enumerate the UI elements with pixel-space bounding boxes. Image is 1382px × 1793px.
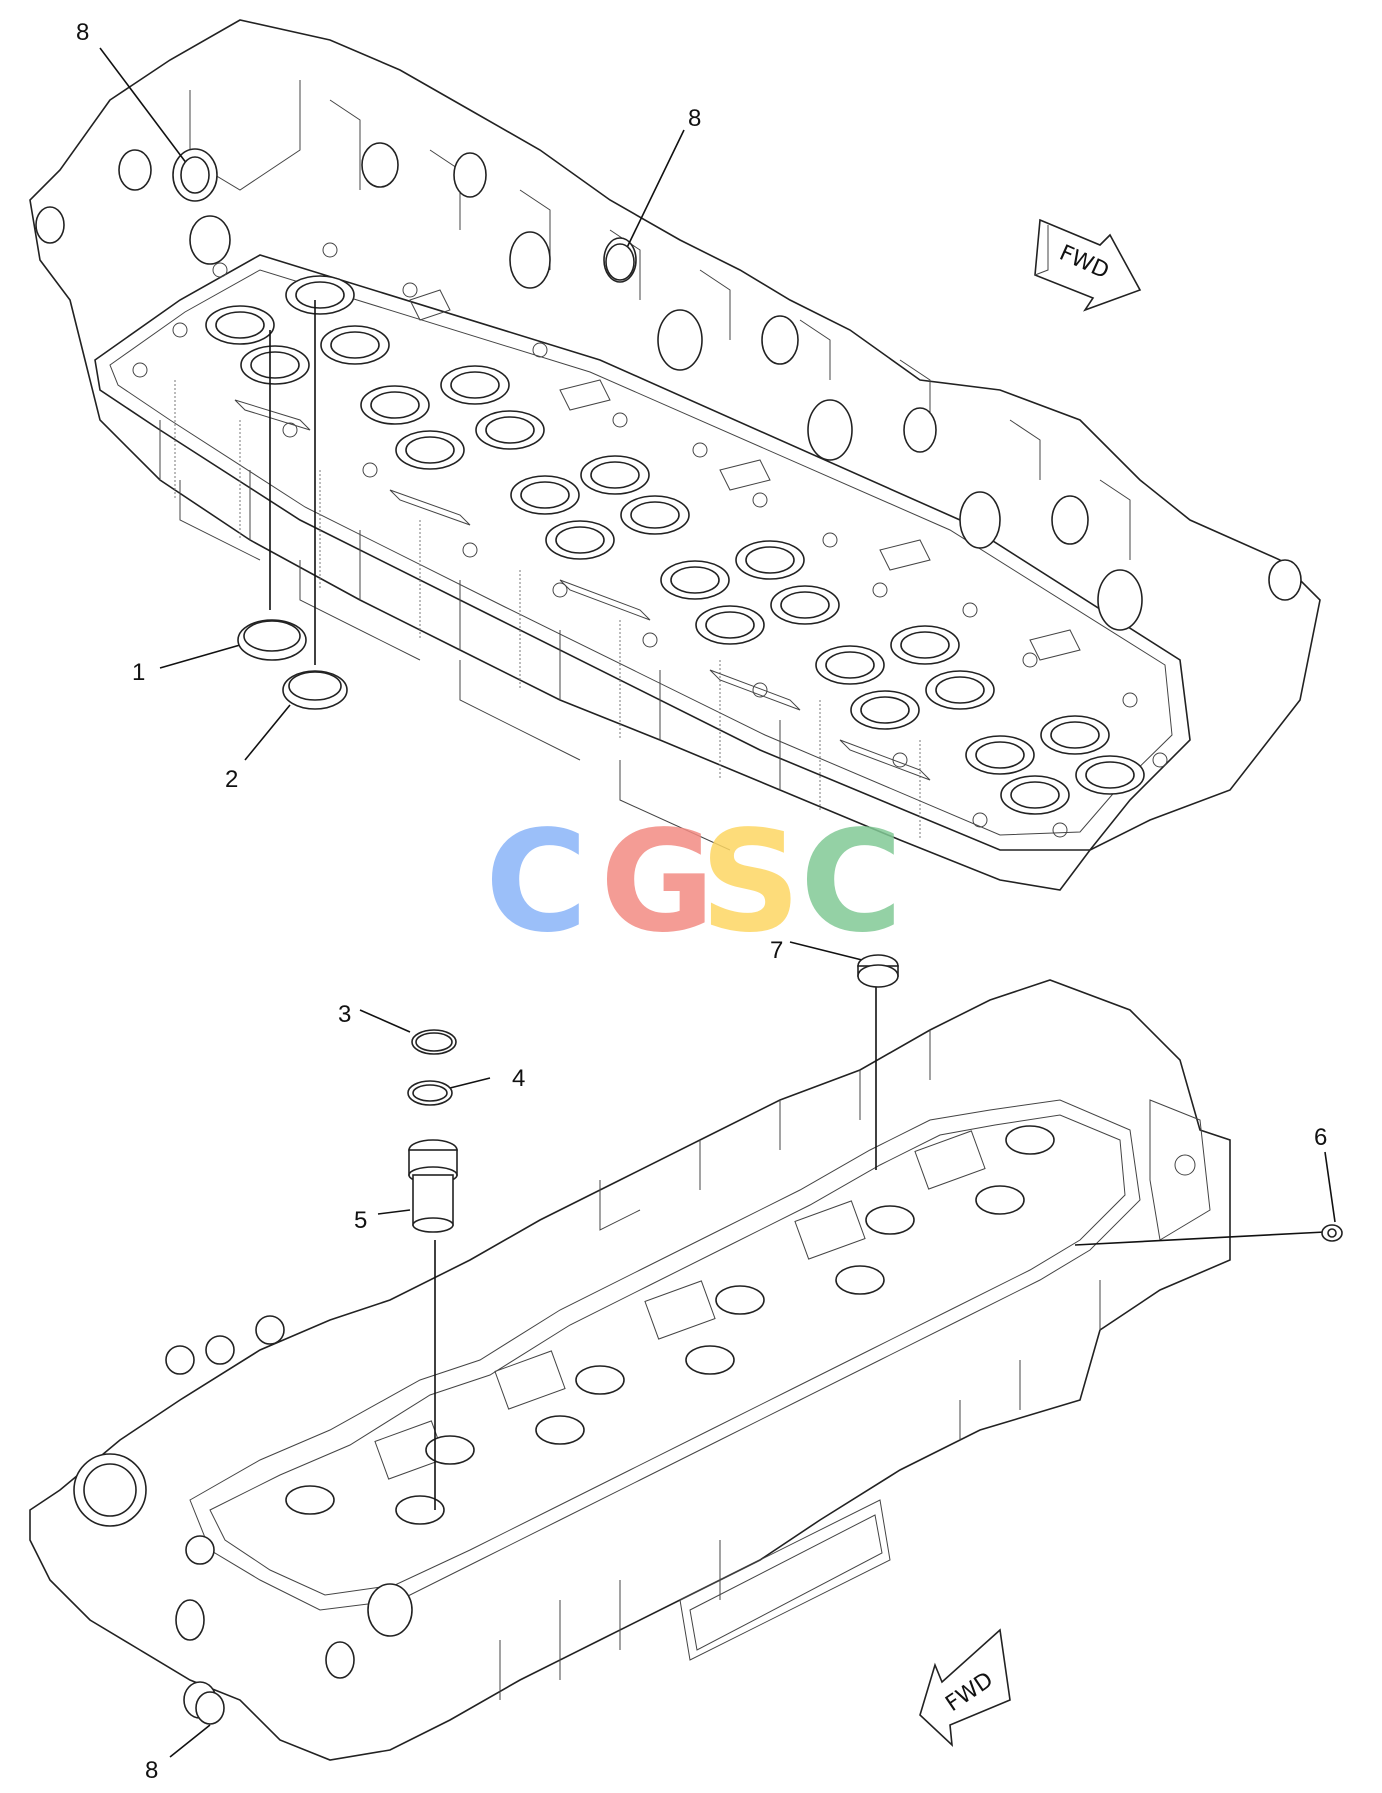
watermark-letter: G [600, 801, 715, 964]
callout-8-bottom: 8 [145, 1757, 158, 1784]
plug-top-mid [605, 243, 635, 281]
watermark-letter: C [485, 801, 588, 964]
plug-6 [1321, 1224, 1343, 1242]
callout-1: 1 [132, 659, 145, 686]
watermark-letter: C [800, 801, 903, 964]
fwd-label-top: FWD [1056, 241, 1113, 285]
plug-bottom-8 [195, 1691, 225, 1725]
plug-top-left [180, 156, 210, 194]
fwd-arrow-top: FWD [1034, 218, 1142, 312]
seal-ring-2 [282, 670, 348, 710]
bottom-leaders [169, 941, 1336, 1758]
o-ring-4 [407, 1080, 453, 1106]
callout-8-top-mid: 8 [688, 105, 701, 132]
seal-ring-7 [857, 954, 899, 988]
top-leaders [99, 47, 685, 761]
seal-ring-1 [237, 619, 307, 661]
callout-3: 3 [338, 1001, 351, 1028]
callout-labels: 8 8 1 2 3 4 5 6 7 8 [76, 19, 1327, 1784]
watermark-letter: S [700, 801, 801, 964]
callout-4: 4 [512, 1065, 525, 1092]
callout-2: 2 [225, 766, 238, 793]
fwd-arrow-bottom: FWD [919, 1628, 1011, 1748]
callout-5: 5 [354, 1207, 367, 1234]
callout-7: 7 [770, 937, 783, 964]
callout-6: 6 [1314, 1124, 1327, 1151]
sleeve-5 [408, 1139, 458, 1233]
callout-8-top-left: 8 [76, 19, 89, 46]
cylinder-head-top-view [29, 19, 1321, 891]
o-ring-3 [411, 1029, 457, 1055]
cylinder-head-bottom-view [29, 979, 1231, 1761]
